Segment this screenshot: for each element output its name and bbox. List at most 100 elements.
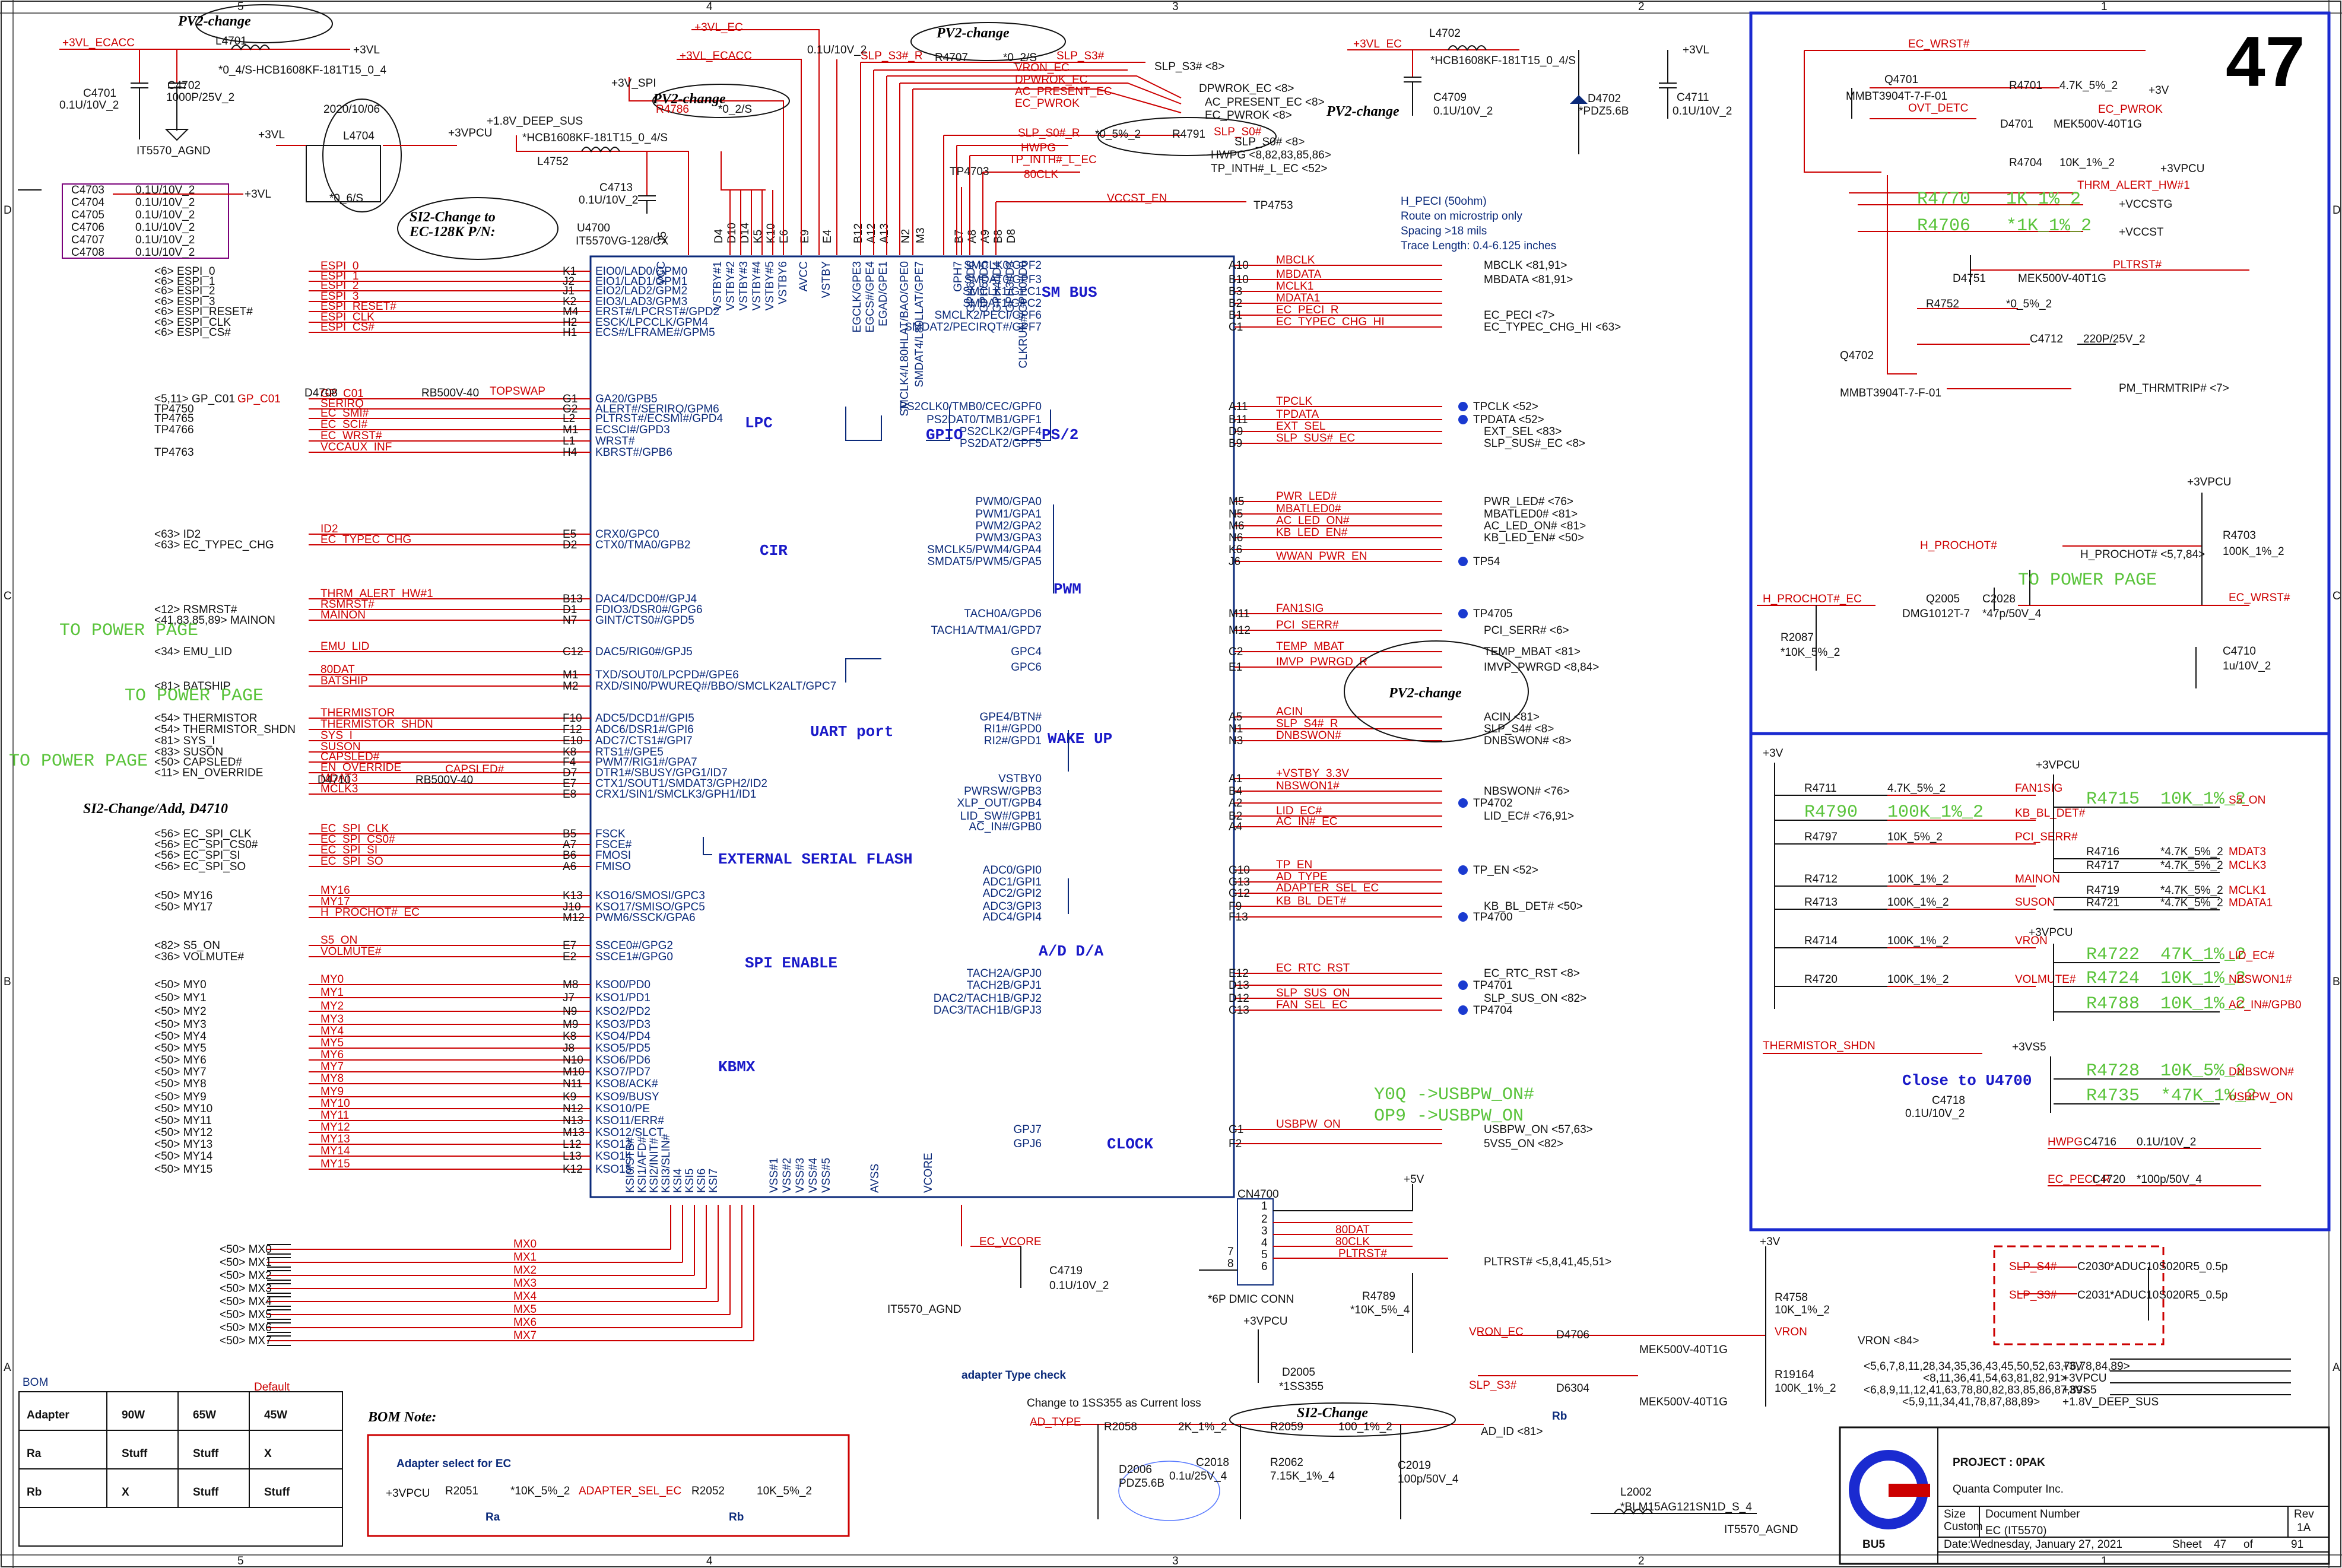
pin-number: L2 [563, 412, 575, 425]
net-label: MY17 [320, 896, 350, 908]
signal-port-label: USBPW_ON <57,63> [1484, 1123, 1593, 1136]
schematic-text: 10K_5%_2 [757, 1485, 812, 1497]
mx-port-label: <50> MX3 [220, 1283, 272, 1295]
net-label: MY1 [320, 986, 344, 999]
signal-port-label: <6> ESPI_CS# [154, 326, 231, 339]
schematic-text: PV2-change [936, 26, 1010, 41]
signal-port-label: MBCLK <81,91> [1484, 259, 1567, 272]
net-label: THERMISTOR_SHDN [320, 718, 433, 731]
bottom-pin-function: KSI5 [684, 1169, 696, 1193]
net-label: EC_SMI# [320, 407, 369, 420]
schematic-text: DMG1012T-7 [1902, 608, 1970, 620]
test-point [1458, 798, 1468, 808]
bottom-pin-function: VSS#4 [807, 1157, 820, 1193]
schematic-text: +3VPCU [2187, 476, 2231, 488]
mx-net-label: MX1 [513, 1251, 537, 1264]
schematic-text: +3V [2062, 1360, 2083, 1373]
top-pin-number: D14 [739, 223, 751, 243]
mx-net-label: MX7 [513, 1329, 537, 1342]
signal-port-label: SLP_SUS_ON <82> [1484, 992, 1586, 1005]
top-pin-function: CLKRUN#/GPH0/ID0 [1017, 261, 1030, 369]
schematic-text: TOPSWAP [490, 385, 545, 398]
signal-port-label: TEMP_MBAT <81> [1484, 646, 1581, 658]
pin-number: K12 [563, 1163, 583, 1176]
top-pin-number: D10 [726, 223, 738, 243]
block-label: UART port [810, 723, 893, 741]
net-label: MY13 [320, 1133, 350, 1145]
pin-function: SMDAT0/GPF3 [964, 274, 1042, 286]
schematic-text: 0.1U/10V_2 [1673, 105, 1732, 118]
top-pin-function: VSTBY#5 [764, 261, 776, 310]
pullup-net: MAINON [2015, 873, 2060, 885]
bottom-pin-function: VSS#3 [794, 1158, 807, 1193]
schematic-text: 1u/10V_2 [2223, 660, 2271, 672]
pin-function: XLP_OUT/GPB4 [957, 797, 1042, 810]
pin-number: D13 [1229, 979, 1249, 992]
pin-function: PWM3/GPA3 [975, 532, 1042, 544]
schematic-text: TO POWER PAGE [59, 621, 198, 641]
top-pin-function: VSTBY#2 [725, 261, 737, 310]
pin-function: LID_SW#/GPB1 [960, 810, 1042, 823]
schematic-text: <5,9,11,34,41,78,87,88,89> [1902, 1396, 2040, 1408]
schematic-text: *10K_5%_2 [1781, 646, 1840, 659]
pin-function: DTR1#/SBUSY/GPG1/ID7 [595, 767, 728, 779]
cap-refdes: C4720 [2092, 1173, 2125, 1186]
bottom-pin-function: AVSS [869, 1164, 881, 1193]
schematic-text: R2058 [1104, 1421, 1137, 1433]
pin-function: ALERT#/SERIRQ/GPM6 [595, 403, 719, 415]
signal-port-label: ACIN <81> [1484, 711, 1540, 723]
pin-function: KSO10/PE [595, 1103, 650, 1115]
net-label: SLP_SUS_ON [1276, 987, 1350, 999]
test-point [1458, 609, 1468, 618]
net-label: IMVP_PWRGD_R [1276, 656, 1367, 668]
top-pin-number: E4 [821, 229, 834, 243]
schematic-text: D6304 [1556, 1382, 1589, 1395]
pin-function: PS2CLK0/TMB0/CEC/GPF0 [899, 401, 1042, 413]
schematic-text: Rev [2294, 1508, 2314, 1521]
pin-function: KSO12/SLCT [595, 1126, 664, 1139]
signal-port-label: IMVP_PWRGD <8,84> [1484, 661, 1599, 674]
schematic-text: 80CLK [1335, 1236, 1370, 1248]
pullup-value: 10K_5%_2 [1887, 831, 1943, 843]
pin-number: B1 [1229, 309, 1242, 322]
test-point [1458, 557, 1468, 566]
schematic-text: +3VL [258, 129, 285, 141]
schematic-text: C4709 [1433, 91, 1467, 104]
net-label: TP_EN [1276, 859, 1312, 871]
net-label: MY9 [320, 1085, 344, 1098]
schematic-text: SLP_S3#_R [861, 50, 923, 62]
net-label: ESPI_CS# [320, 321, 375, 334]
net-label: ID2 [320, 523, 338, 535]
net-label: EC_SPI_SI [320, 844, 377, 856]
schematic-text: HWPG <8,82,83,85,86> [1211, 149, 1331, 161]
schematic-text: C2019 [1398, 1459, 1431, 1472]
pullup-refdes: R4711 [1804, 782, 1837, 795]
net-label: RSMRST# [320, 598, 375, 611]
pin-number: B5 [563, 828, 576, 840]
connector-pin-number: 1 [1261, 1200, 1268, 1212]
pin-function: EIO0/LAD0/GPM0 [595, 265, 687, 278]
cap-value: 0.1U/10V_2 [135, 234, 195, 246]
pin-function: FMISO [595, 861, 631, 873]
pin-number: H2 [563, 316, 577, 329]
zone-label-top: 3 [1172, 1, 1179, 13]
schematic-text: +5V [1404, 1173, 1424, 1186]
pin-function: KSO6/PD6 [595, 1054, 650, 1067]
schematic-text: AD_TYPE [1030, 1416, 1081, 1429]
schematic-text: 0.1U/10V_2 [579, 194, 638, 207]
pin-function: GPE4/BTN# [979, 711, 1042, 723]
pin-number: M5 [1229, 496, 1244, 508]
pullup-refdes: R4712 [1804, 873, 1838, 885]
test-point-label: TP4700 [1473, 911, 1513, 923]
schematic-text: 0.1U/10V_2 [807, 44, 867, 56]
zone-label-side: D [4, 204, 12, 217]
pullup-refdes: R4715 [2086, 789, 2140, 810]
schematic-text: Q4702 [1840, 350, 1874, 362]
schematic-text: MEK500V-40T1G [2054, 118, 2142, 131]
pin-number: N7 [563, 614, 577, 627]
pullup-refdes: R4790 [1804, 802, 1858, 823]
